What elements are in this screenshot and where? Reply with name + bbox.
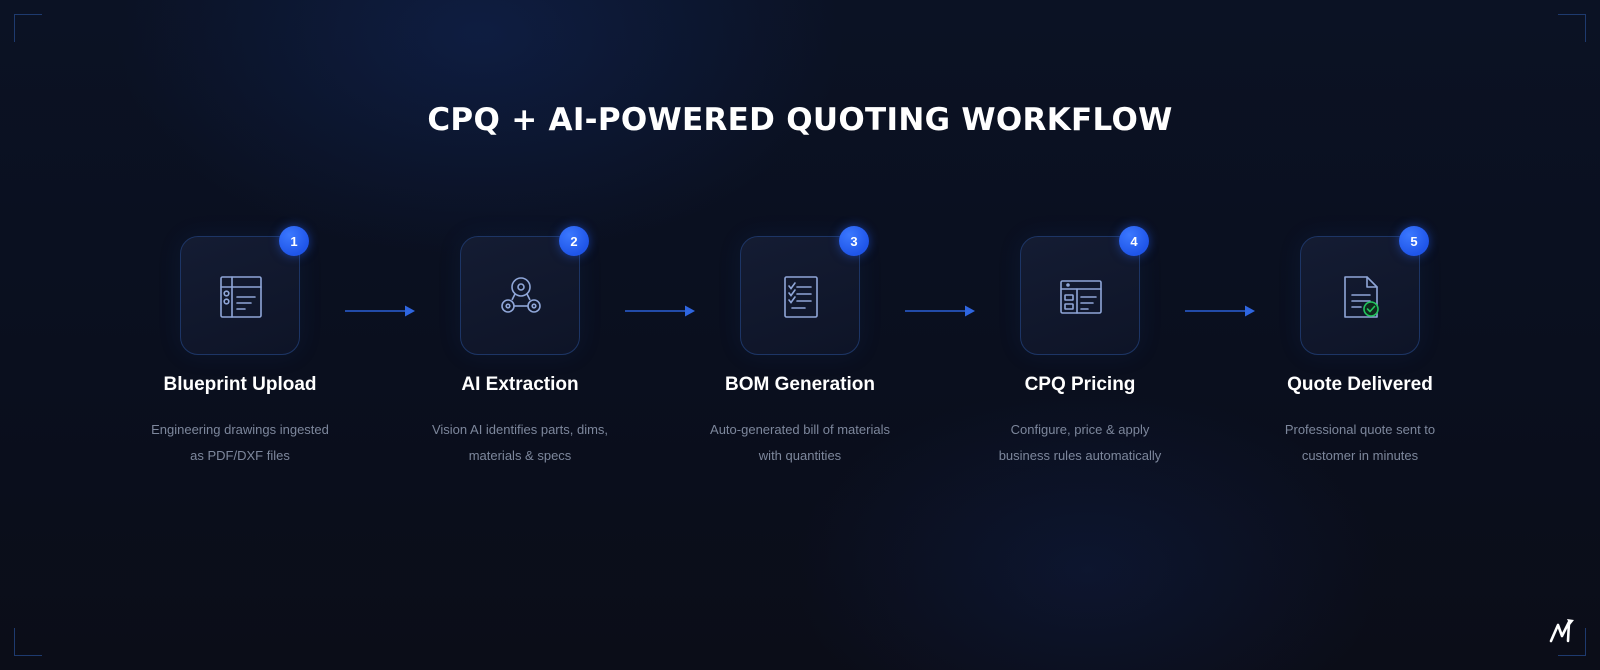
blueprint-icon <box>220 276 262 318</box>
step-description: Auto-generated bill of materials with qu… <box>700 417 900 469</box>
arrow-connector-2 <box>625 305 695 317</box>
step-description-line-1: Engineering drawings ingested <box>151 422 329 437</box>
corner-bracket-bottom-right <box>1558 628 1586 656</box>
step-description: Engineering drawings ingested as PDF/DXF… <box>140 417 340 469</box>
step-title: BOM Generation <box>725 374 875 395</box>
step-card <box>740 236 860 355</box>
arrow-connector-1 <box>345 305 415 317</box>
step-card <box>1020 236 1140 355</box>
step-description-line-2: materials & specs <box>468 448 572 463</box>
step-description-line-2: business rules automatically <box>998 448 1162 463</box>
step-description: Professional quote sent to customer in m… <box>1260 417 1460 469</box>
step-description-line-1: Vision AI identifies parts, dims, <box>431 422 609 437</box>
step-title: CPQ Pricing <box>1024 374 1136 395</box>
step-card <box>1300 236 1420 355</box>
step-number-badge: 1 <box>279 226 309 256</box>
step-card <box>460 236 580 355</box>
step-description-line-1: Configure, price & apply <box>1010 422 1150 437</box>
step-description-line-1: Auto-generated bill of materials <box>710 422 890 437</box>
arrow-connector-3 <box>905 305 975 317</box>
step-number-badge: 3 <box>839 226 869 256</box>
step-description-line-2: as PDF/DXF files <box>190 448 290 463</box>
brand-logo-icon <box>1549 619 1574 643</box>
checklist-icon <box>784 276 818 318</box>
corner-bracket-top-right <box>1558 14 1586 42</box>
step-number-badge: 5 <box>1399 226 1429 256</box>
step-description: Vision AI identifies parts, dims, materi… <box>420 417 620 469</box>
corner-bracket-top-left <box>14 14 42 42</box>
step-description-line-1: Professional quote sent to <box>1284 422 1436 437</box>
document-check-icon <box>1344 276 1379 318</box>
step-number-badge: 2 <box>559 226 589 256</box>
page-title: CPQ + AI-POWERED QUOTING WORKFLOW <box>427 102 1173 138</box>
network-icon <box>501 277 541 313</box>
step-title: Blueprint Upload <box>163 374 317 395</box>
step-description-line-2: customer in minutes <box>1301 448 1419 463</box>
pricing-dashboard-icon <box>1060 280 1102 314</box>
arrow-connector-4 <box>1185 305 1255 317</box>
step-description: Configure, price & apply business rules … <box>980 417 1180 469</box>
step-card <box>180 236 300 355</box>
step-description-line-2: with quantities <box>758 448 842 463</box>
step-title: Quote Delivered <box>1287 374 1433 395</box>
step-title: AI Extraction <box>461 374 579 395</box>
step-number-badge: 4 <box>1119 226 1149 256</box>
corner-bracket-bottom-left <box>14 628 42 656</box>
